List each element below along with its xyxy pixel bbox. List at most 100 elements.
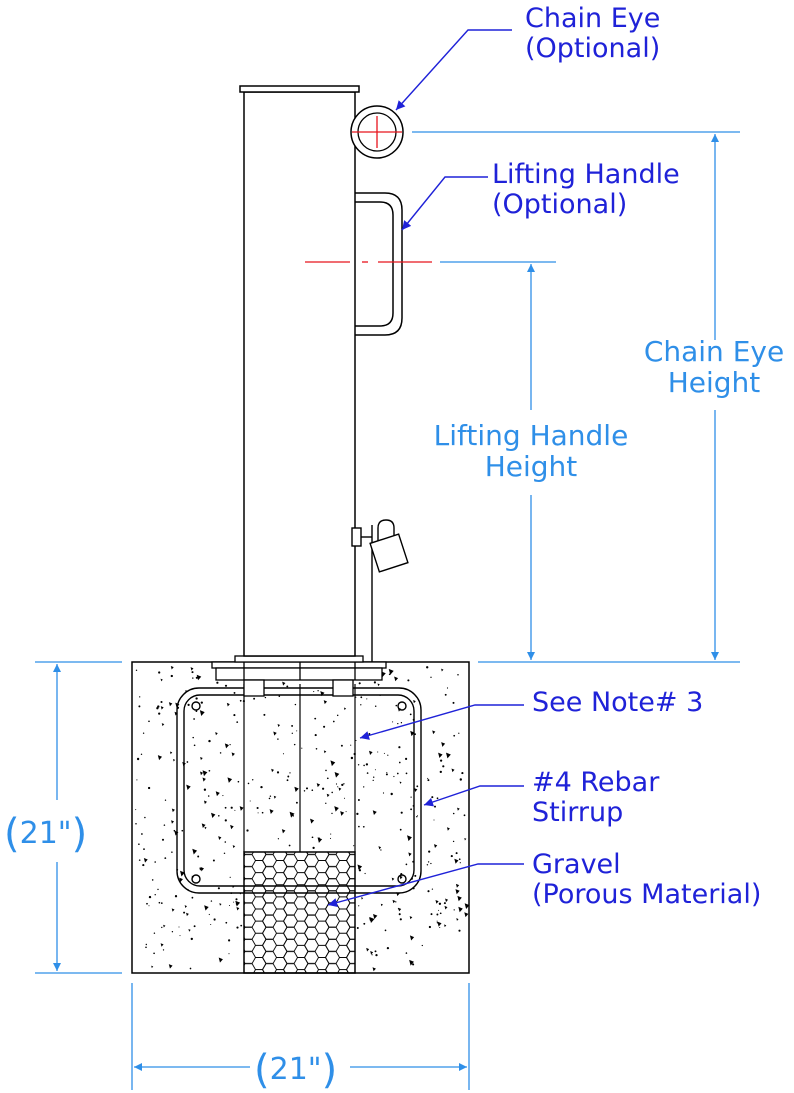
- aggregate-speck: [277, 838, 280, 840]
- lifting-handle-callout-line1: Lifting Handle: [492, 159, 680, 190]
- aggregate-speck: [210, 923, 212, 926]
- aggregate-speck: [136, 779, 138, 781]
- aggregate-speck: [186, 761, 189, 763]
- aggregate-speck: [407, 679, 410, 682]
- gravel-callout: Gravel (Porous Material): [532, 849, 761, 910]
- aggregate-speck: [203, 800, 207, 805]
- aggregate-speck: [239, 699, 242, 702]
- aggregate-speck: [409, 959, 415, 966]
- aggregate-speck: [291, 724, 294, 727]
- aggregate-speck: [140, 753, 143, 756]
- aggregate-speck: [334, 771, 340, 778]
- aggregate-speck: [160, 943, 164, 947]
- aggregate-speck: [195, 676, 198, 679]
- aggregate-speck: [192, 677, 194, 679]
- aggregate-speck: [340, 744, 343, 747]
- rebar-stirrup: [176, 687, 422, 894]
- aggregate-speck: [435, 899, 439, 904]
- aggregate-speck: [363, 764, 365, 767]
- aggregate-speck: [360, 704, 362, 706]
- aggregate-speck: [263, 713, 266, 716]
- aggregate-speck: [207, 795, 210, 797]
- aggregate-speck: [450, 855, 453, 858]
- aggregate-speck: [427, 777, 429, 779]
- aggregate-speck: [453, 909, 455, 911]
- aggregate-speck: [434, 844, 438, 849]
- aggregate-speck: [135, 809, 137, 811]
- aggregate-speck: [193, 718, 195, 720]
- aggregate-speck: [247, 782, 250, 785]
- aggregate-speck: [399, 828, 402, 831]
- aggregate-speck: [363, 786, 365, 788]
- aggregate-speck: [400, 811, 403, 814]
- aggregate-speck: [218, 957, 223, 963]
- lifting-handle-callout-line2: (Optional): [492, 189, 628, 221]
- aggregate-speck: [455, 852, 458, 855]
- aggregate-speck: [261, 811, 264, 814]
- aggregate-speck: [215, 732, 218, 736]
- aggregate-speck: [168, 964, 173, 969]
- aggregate-speck: [365, 763, 369, 766]
- aggregate-speck: [230, 824, 234, 830]
- aggregate-speck: [361, 897, 364, 900]
- aggregate-speck: [208, 913, 210, 916]
- gravel-core: [243, 851, 356, 974]
- aggregate-speck: [256, 806, 259, 810]
- aggregate-speck: [292, 815, 295, 817]
- aggregate-speck: [228, 939, 231, 942]
- aggregate-speck: [363, 922, 366, 925]
- aggregate-speck: [358, 869, 362, 872]
- aggregate-speck: [148, 720, 150, 723]
- aggregate-speck: [219, 752, 222, 754]
- aggregate-speck: [332, 720, 335, 723]
- aggregate-speck: [278, 695, 281, 697]
- aggregate-speck: [162, 949, 165, 951]
- aggregate-speck: [160, 678, 163, 682]
- aggregate-speck: [386, 771, 388, 774]
- aggregate-speck: [310, 818, 315, 824]
- rebar-callout-line1: #4 Rebar: [532, 767, 660, 798]
- aggregate-speck: [445, 898, 449, 903]
- aggregate-speck: [188, 929, 191, 932]
- lifting-handle-height-line2: Height: [484, 450, 578, 484]
- aggregate-speck: [421, 944, 423, 947]
- aggregate-speck: [282, 681, 286, 686]
- aggregate-speck: [355, 739, 357, 742]
- aggregate-speck: [163, 824, 166, 826]
- aggregate-speck: [223, 852, 226, 855]
- aggregate-speck: [289, 811, 295, 818]
- aggregate-speck: [408, 852, 412, 857]
- aggregate-speck: [428, 850, 431, 853]
- aggregate-speck: [437, 921, 442, 927]
- aggregate-speck: [372, 967, 376, 972]
- aggregate-speck: [458, 929, 461, 932]
- centerlines: [305, 116, 432, 263]
- aggregate-speck: [193, 925, 196, 928]
- aggregate-speck: [196, 674, 202, 681]
- aggregate-speck: [186, 912, 189, 917]
- aggregate-speck: [218, 815, 220, 817]
- aggregate-speck: [203, 788, 207, 791]
- aggregate-speck: [439, 759, 443, 762]
- aggregate-speck: [251, 779, 254, 781]
- aggregate-speck: [455, 889, 460, 895]
- aggregate-speck: [168, 702, 173, 707]
- aggregate-speck: [135, 669, 138, 671]
- aggregate-speck: [151, 879, 154, 881]
- aggregate-speck: [444, 693, 447, 696]
- aggregate-speck: [224, 841, 227, 843]
- aggregate-speck: [229, 876, 231, 878]
- lifting-handle-height-line1: Lifting Handle: [433, 419, 629, 452]
- aggregate-speck: [372, 810, 377, 816]
- aggregate-speck: [464, 837, 467, 841]
- aggregate-speck: [197, 855, 200, 858]
- aggregate-speck: [345, 811, 347, 813]
- aggregate-speck: [393, 775, 395, 778]
- aggregate-speck: [174, 895, 178, 898]
- aggregate-speck: [239, 806, 244, 811]
- aggregate-speck: [399, 781, 402, 784]
- aggregate-speck: [441, 668, 444, 672]
- chain-eye-height-line1: Chain Eye: [643, 335, 785, 368]
- aggregate-speck: [329, 837, 332, 839]
- aggregate-speck: [154, 861, 157, 863]
